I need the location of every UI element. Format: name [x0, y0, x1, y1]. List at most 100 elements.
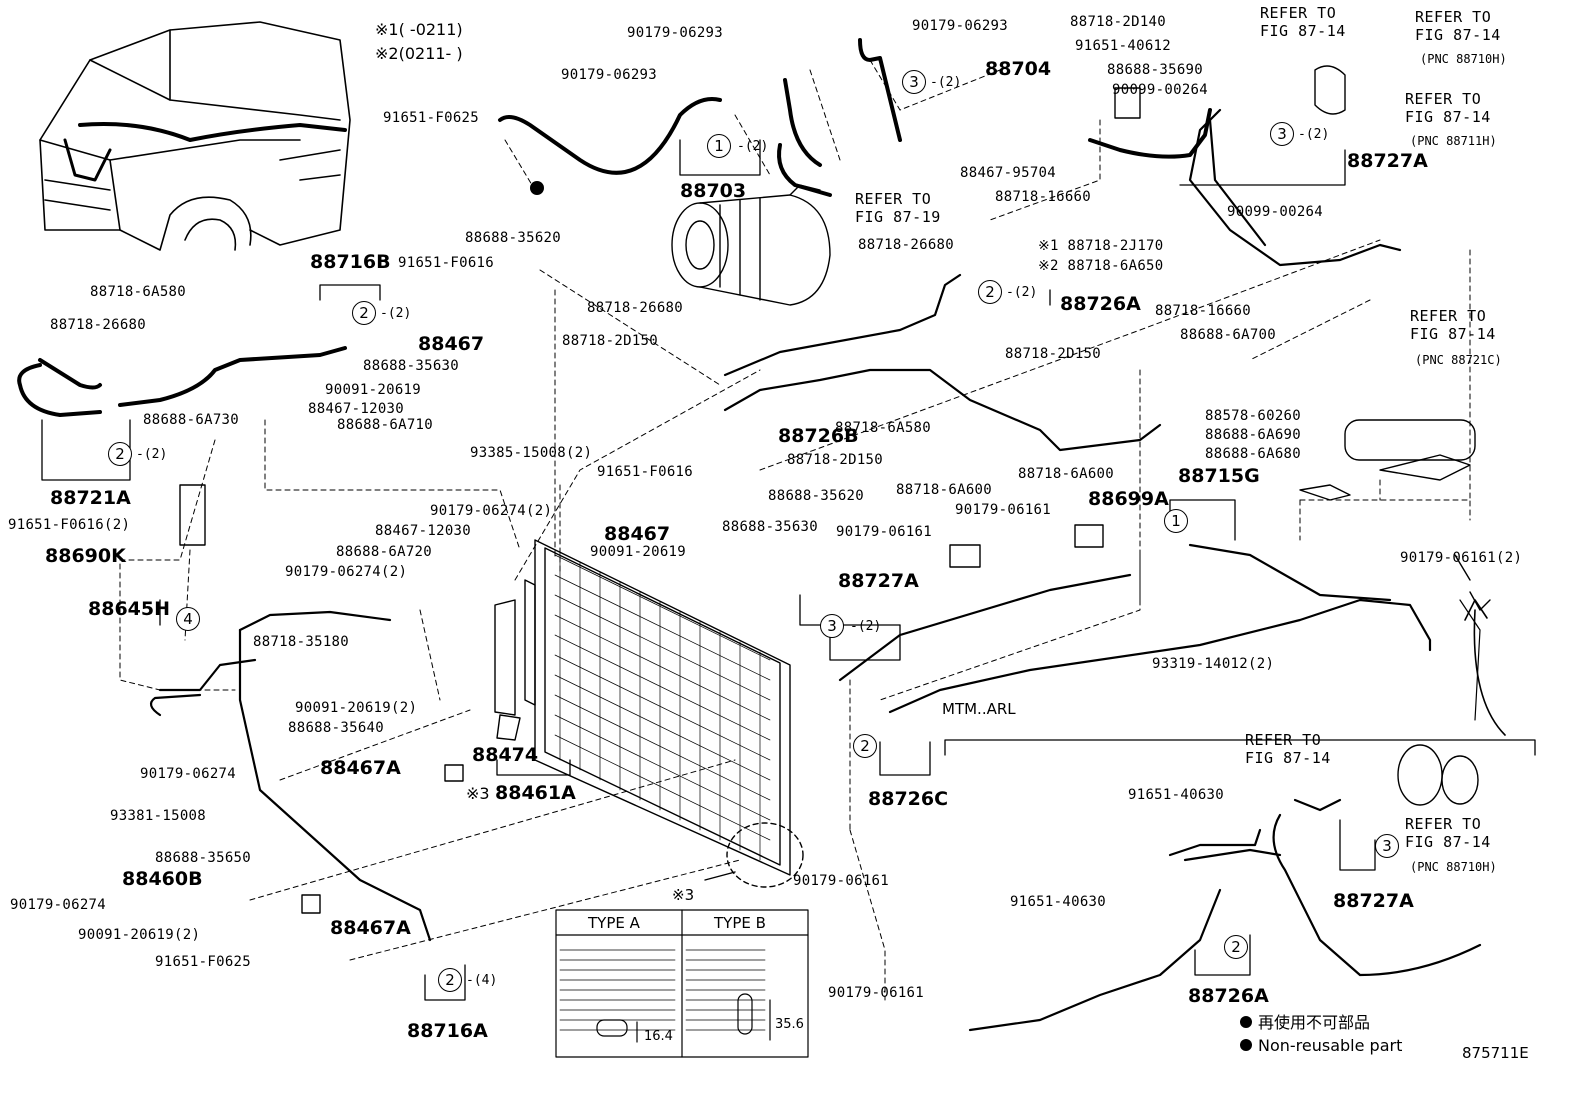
- part-88718-6A600-a[interactable]: 88718-6A600: [896, 482, 993, 498]
- assembly-88704[interactable]: 88704: [985, 58, 1052, 80]
- part-90179-06161-e[interactable]: 90179-06161: [828, 985, 925, 1001]
- part-88718-6A650[interactable]: ※2 88718-6A650: [1038, 258, 1164, 274]
- part-88688-35630-b[interactable]: 88688-35630: [722, 519, 819, 535]
- part-88718-6A600-b[interactable]: 88718-6A600: [1018, 466, 1115, 482]
- assembly-88703[interactable]: 88703: [680, 180, 747, 202]
- part-90179-06293-a[interactable]: 90179-06293: [627, 25, 724, 41]
- part-91651-F0625-b[interactable]: 91651-F0625: [155, 954, 252, 970]
- assembly-88460B[interactable]: 88460B: [122, 868, 203, 890]
- part-93319-14012[interactable]: 93319-14012(2): [1152, 656, 1275, 672]
- assembly-88467A-lower[interactable]: 88467A: [330, 917, 411, 939]
- assembly-88727A-mid[interactable]: 88727A: [838, 570, 919, 592]
- assembly-88716B[interactable]: 88716B: [310, 251, 391, 273]
- assembly-88715G[interactable]: 88715G: [1178, 465, 1260, 487]
- assembly-88474[interactable]: 88474: [472, 744, 539, 766]
- part-90179-06274-c[interactable]: 90179-06274: [140, 766, 237, 782]
- assembly-88726C[interactable]: 88726C: [868, 788, 949, 810]
- part-88688-35690[interactable]: 88688-35690: [1107, 62, 1204, 78]
- part-88688-6A690[interactable]: 88688-6A690: [1205, 427, 1302, 443]
- part-88718-26680-c[interactable]: 88718-26680: [587, 300, 684, 316]
- refer-to-fig-5[interactable]: REFER TO FIG 87-14: [1410, 307, 1496, 343]
- assembly-88726B[interactable]: 88726B: [778, 425, 859, 447]
- part-88688-6A710[interactable]: 88688-6A710: [337, 417, 434, 433]
- assembly-88726A-lower[interactable]: 88726A: [1188, 985, 1269, 1007]
- hoses-and-pipes: [17, 38, 1212, 417]
- part-88718-2D150-a[interactable]: 88718-2D150: [562, 333, 659, 349]
- part-88467-12030-a[interactable]: 88467-12030: [308, 401, 405, 417]
- part-90099-00264-a[interactable]: 90099-00264: [1112, 82, 1209, 98]
- inset-type-a: TYPE A: [588, 914, 640, 932]
- assembly-88467A-upper[interactable]: 88467A: [320, 757, 401, 779]
- part-91651-F0625-a[interactable]: 91651-F0625: [383, 110, 480, 126]
- part-93385-15008[interactable]: 93385-15008(2): [470, 445, 593, 461]
- refer-pnc-5: (PNC 88721C): [1415, 353, 1502, 367]
- part-88718-16660-b[interactable]: 88718-16660: [1155, 303, 1252, 319]
- part-91651-40612[interactable]: 91651-40612: [1075, 38, 1172, 54]
- part-88688-35640[interactable]: 88688-35640: [288, 720, 385, 736]
- part-88718-2J170[interactable]: ※1 88718-2J170: [1038, 238, 1164, 254]
- assembly-88721A[interactable]: 88721A: [50, 487, 131, 509]
- refer-to-fig-1[interactable]: REFER TO FIG 87-14: [1260, 4, 1346, 40]
- part-90091-20619-a[interactable]: 90091-20619: [325, 382, 422, 398]
- part-90091-20619-d[interactable]: 90091-20619(2): [78, 927, 201, 943]
- part-90099-00264-b[interactable]: 90099-00264: [1227, 204, 1324, 220]
- part-91651-F0616-c[interactable]: 91651-F0616(2): [8, 517, 131, 533]
- part-90091-20619-c[interactable]: 90091-20619(2): [295, 700, 418, 716]
- assembly-88461A[interactable]: 88461A: [495, 782, 576, 804]
- part-90179-06293-b[interactable]: 90179-06293: [912, 18, 1009, 34]
- part-91651-F0616-b[interactable]: 91651-F0616: [597, 464, 694, 480]
- part-90179-06274-a[interactable]: 90179-06274(2): [430, 503, 553, 519]
- part-88688-35620-b[interactable]: 88688-35620: [768, 488, 865, 504]
- part-88688-6A730[interactable]: 88688-6A730: [143, 412, 240, 428]
- part-91651-F0616-a[interactable]: 91651-F0616: [398, 255, 495, 271]
- refer-pnc-3: (PNC 88711H): [1410, 134, 1497, 148]
- part-88718-26680-b[interactable]: 88718-26680: [50, 317, 147, 333]
- part-88718-16660-a[interactable]: 88718-16660: [995, 189, 1092, 205]
- part-90179-06161-c[interactable]: 90179-06161(2): [1400, 550, 1523, 566]
- part-88718-6A580-b[interactable]: 88718-6A580: [835, 420, 932, 436]
- part-88688-35620-a[interactable]: 88688-35620: [465, 230, 562, 246]
- part-88718-2D150-b[interactable]: 88718-2D150: [1005, 346, 1102, 362]
- part-88718-2D140[interactable]: 88718-2D140: [1070, 14, 1167, 30]
- part-90179-06161-a[interactable]: 90179-06161: [836, 524, 933, 540]
- assembly-88727A-upper[interactable]: 88727A: [1347, 150, 1428, 172]
- refer-to-fig-7[interactable]: REFER TO FIG 87-14: [1405, 815, 1491, 851]
- part-90179-06293-c[interactable]: 90179-06293: [561, 67, 658, 83]
- part-91651-40630-a[interactable]: 91651-40630: [1128, 787, 1225, 803]
- assembly-88467-lower[interactable]: 88467: [604, 523, 671, 545]
- part-88688-6A720[interactable]: 88688-6A720: [336, 544, 433, 560]
- part-88718-6A580-a[interactable]: 88718-6A580: [90, 284, 187, 300]
- refer-to-fig-4[interactable]: REFER TO FIG 87-19: [855, 190, 941, 226]
- assembly-88645H[interactable]: 88645H: [88, 598, 171, 620]
- refer-to-fig-6[interactable]: REFER TO FIG 87-14: [1245, 731, 1331, 767]
- part-90091-20619-b[interactable]: 90091-20619: [590, 544, 687, 560]
- callout-2-88726C: 2: [853, 734, 877, 758]
- refer-to-fig-3[interactable]: REFER TO FIG 87-14: [1405, 90, 1491, 126]
- part-88718-35180[interactable]: 88718-35180: [253, 634, 350, 650]
- part-88688-6A680[interactable]: 88688-6A680: [1205, 446, 1302, 462]
- assembly-88690K[interactable]: 88690K: [45, 545, 126, 567]
- assembly-88467-upper[interactable]: 88467: [418, 333, 485, 355]
- part-91651-40630-b[interactable]: 91651-40630: [1010, 894, 1107, 910]
- part-88688-35630-a[interactable]: 88688-35630: [363, 358, 460, 374]
- qty-88703: -(2): [737, 139, 769, 154]
- part-88467-12030-b[interactable]: 88467-12030: [375, 523, 472, 539]
- assembly-88716A[interactable]: 88716A: [407, 1020, 488, 1042]
- assembly-88699A[interactable]: 88699A: [1088, 488, 1169, 510]
- assembly-88726A-upper[interactable]: 88726A: [1060, 293, 1141, 315]
- part-88718-2D150-c[interactable]: 88718-2D150: [787, 452, 884, 468]
- part-88578-60260[interactable]: 88578-60260: [1205, 408, 1302, 424]
- part-90179-06161-b[interactable]: 90179-06161: [955, 502, 1052, 518]
- refer-to-fig-2[interactable]: REFER TO FIG 87-14: [1415, 8, 1501, 44]
- part-93381-15008[interactable]: 93381-15008: [110, 808, 207, 824]
- part-88467-95704[interactable]: 88467-95704: [960, 165, 1057, 181]
- part-90179-06274-b[interactable]: 90179-06274(2): [285, 564, 408, 580]
- part-90179-06161-d[interactable]: 90179-06161: [793, 873, 890, 889]
- assembly-88727A-lower[interactable]: 88727A: [1333, 890, 1414, 912]
- part-88688-6A700[interactable]: 88688-6A700: [1180, 327, 1277, 343]
- part-90179-06274-d[interactable]: 90179-06274: [10, 897, 107, 913]
- part-88688-35650[interactable]: 88688-35650: [155, 850, 252, 866]
- inset-type-b: TYPE B: [714, 914, 766, 932]
- part-88718-26680-a[interactable]: 88718-26680: [858, 237, 955, 253]
